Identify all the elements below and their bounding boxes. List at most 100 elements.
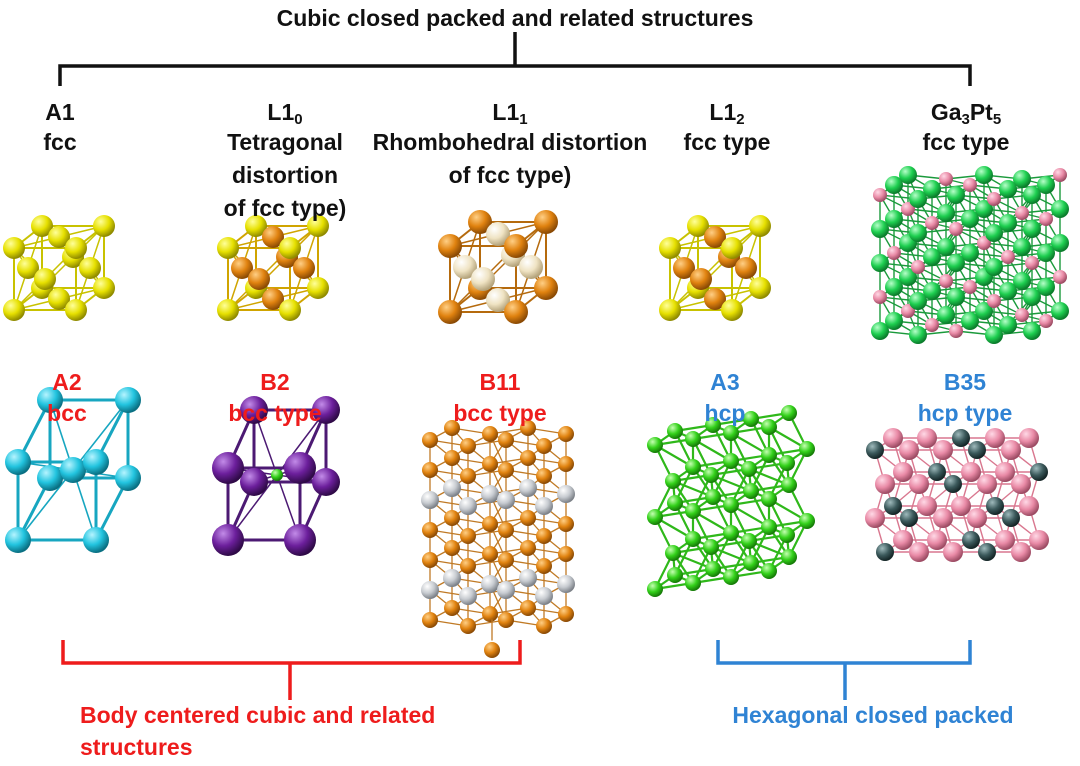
atom — [995, 462, 1015, 482]
atom — [422, 462, 438, 478]
atom — [534, 276, 558, 300]
atom — [1025, 256, 1039, 270]
atom — [975, 302, 993, 320]
atom — [865, 508, 885, 528]
atom — [1013, 238, 1031, 256]
atom — [520, 600, 536, 616]
atom — [31, 215, 53, 237]
atom — [949, 222, 963, 236]
atom — [459, 587, 477, 605]
atom — [262, 226, 284, 248]
l11-structure-image — [438, 210, 558, 324]
atom — [779, 527, 795, 543]
atom — [1037, 278, 1055, 296]
atom — [536, 618, 552, 634]
atom — [65, 237, 87, 259]
atom — [885, 312, 903, 330]
atom — [558, 426, 574, 442]
b2-code: B2 — [260, 369, 290, 395]
atom — [995, 530, 1015, 550]
atom — [962, 531, 980, 549]
atom — [743, 411, 759, 427]
atom — [534, 210, 558, 234]
atom — [48, 226, 70, 248]
atom — [685, 575, 701, 591]
atom — [703, 539, 719, 555]
ga3pt5-structure-image — [871, 166, 1069, 344]
atom — [460, 558, 476, 574]
atom — [212, 524, 244, 556]
atom — [1013, 170, 1031, 188]
atom — [741, 533, 757, 549]
atom — [721, 237, 743, 259]
atom — [93, 215, 115, 237]
atom — [37, 465, 63, 491]
atom — [999, 282, 1017, 300]
atom — [271, 469, 283, 481]
atom — [34, 268, 56, 290]
atom — [911, 260, 925, 274]
atom — [761, 447, 777, 463]
atom — [893, 462, 913, 482]
atom — [909, 474, 929, 494]
atom — [520, 450, 536, 466]
atom — [484, 642, 500, 658]
atom — [885, 210, 903, 228]
atom — [498, 462, 514, 478]
atom — [925, 216, 939, 230]
atom — [685, 459, 701, 475]
atom — [705, 561, 721, 577]
atom — [115, 387, 141, 413]
atom — [497, 491, 515, 509]
b35-structure-image — [865, 428, 1049, 562]
a2-desc: bcc — [47, 400, 87, 426]
atom — [985, 258, 1003, 276]
atom — [453, 255, 477, 279]
l10-desc-line3: of fcc type) — [223, 195, 347, 221]
atom — [1011, 474, 1031, 494]
atom — [482, 426, 498, 442]
atom — [887, 246, 901, 260]
atom — [520, 510, 536, 526]
atom — [923, 248, 941, 266]
atom — [481, 485, 499, 503]
atom — [761, 519, 777, 535]
atom — [17, 257, 39, 279]
atom — [999, 316, 1017, 334]
atom — [460, 468, 476, 484]
atom — [312, 468, 340, 496]
atom — [1037, 176, 1055, 194]
a3-hcp-structure-image — [647, 405, 815, 597]
atom — [647, 581, 663, 597]
ga3pt5-desc: fcc type — [922, 129, 1010, 155]
atom — [723, 497, 739, 513]
atom — [925, 318, 939, 332]
atom — [875, 474, 895, 494]
atom — [37, 387, 63, 413]
atom — [987, 294, 1001, 308]
atom — [497, 581, 515, 599]
atom — [899, 166, 917, 184]
atom — [48, 288, 70, 310]
atom — [687, 215, 709, 237]
atom — [978, 543, 996, 561]
atom — [933, 508, 953, 528]
atom — [262, 288, 284, 310]
atom — [723, 453, 739, 469]
atom — [963, 280, 977, 294]
atom — [1053, 168, 1067, 182]
atom — [504, 234, 528, 258]
atom — [723, 425, 739, 441]
atom — [3, 237, 25, 259]
hcp-bracket — [716, 640, 972, 700]
atom — [721, 299, 743, 321]
atom — [519, 569, 537, 587]
atom — [536, 438, 552, 454]
atom — [1001, 250, 1015, 264]
atom — [438, 300, 462, 324]
b2-structure-image — [212, 396, 340, 556]
atom — [217, 299, 239, 321]
atom — [115, 465, 141, 491]
atom — [705, 417, 721, 433]
atom — [647, 437, 663, 453]
